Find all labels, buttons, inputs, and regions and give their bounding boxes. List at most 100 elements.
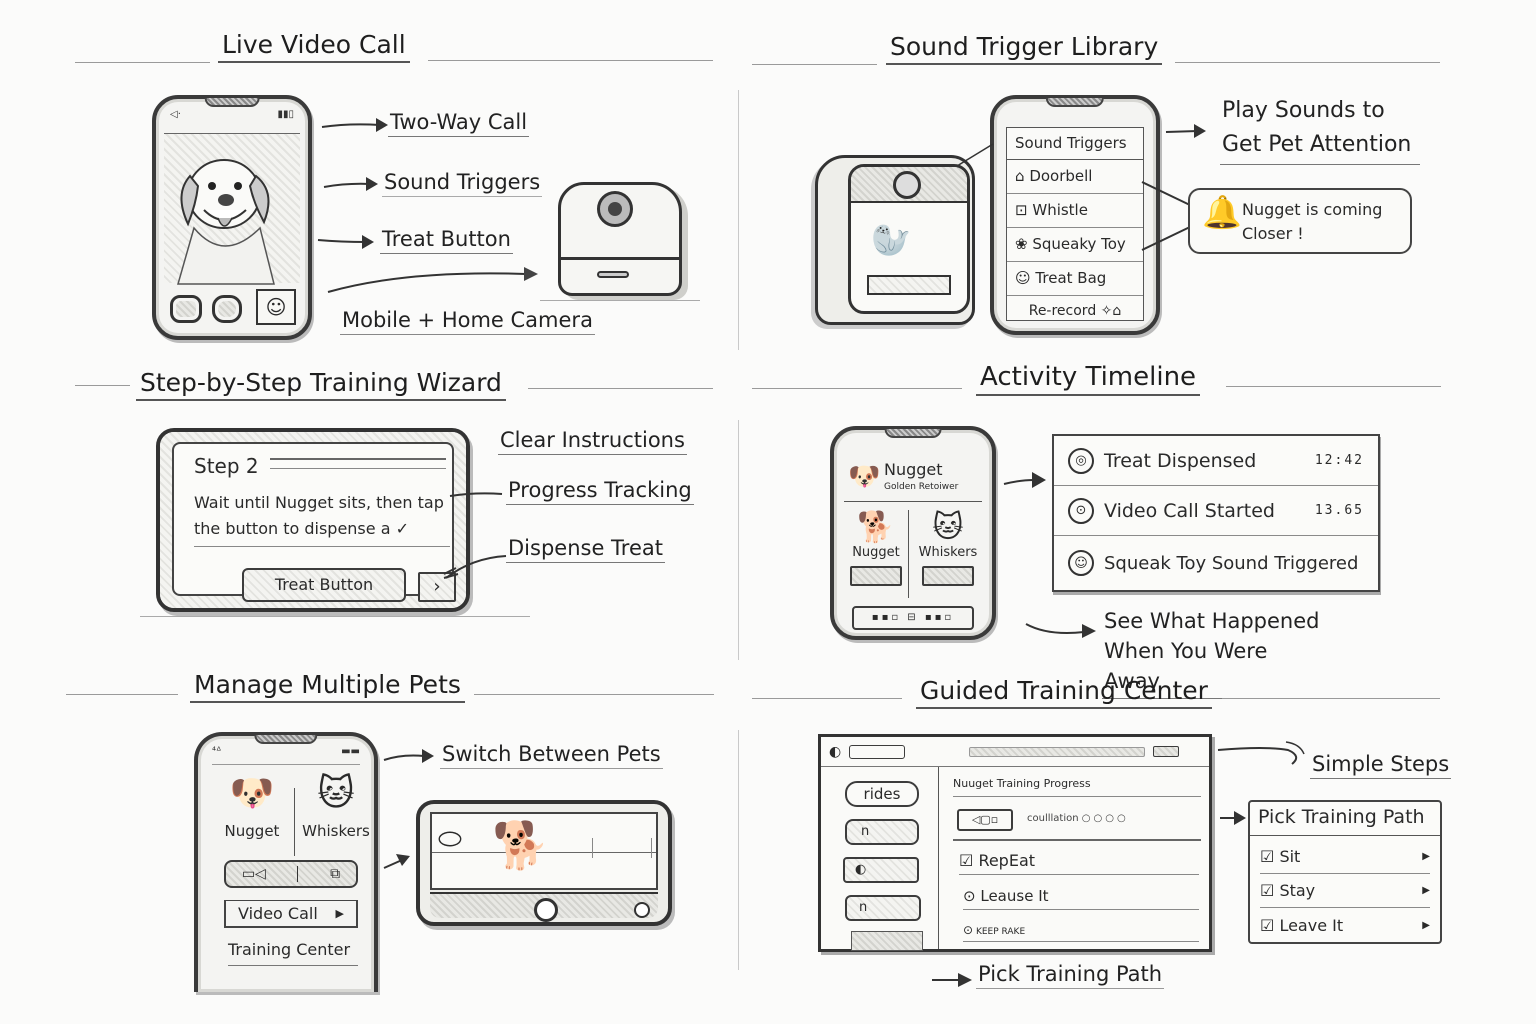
- monitor-button[interactable]: [922, 566, 974, 586]
- settings-button[interactable]: [634, 902, 650, 918]
- arrow-icon: [1165, 124, 1206, 138]
- video-camera-icon[interactable]: ▭◁: [241, 866, 266, 882]
- sidebar-item-rides[interactable]: rides: [845, 781, 919, 807]
- callout-sound-triggers: Sound Triggers: [382, 170, 543, 197]
- tab-pill[interactable]: [849, 744, 906, 759]
- step-label: Step 2: [194, 454, 259, 478]
- live-feed-screen: ⬭ 🐕: [430, 812, 658, 890]
- ground-rule: [540, 300, 700, 301]
- arrow-icon: [932, 973, 972, 987]
- pet-header: 🐶 Nugget Golden Retoiwer: [844, 458, 982, 502]
- callout-pick-training-path: Pick Training Path: [976, 962, 1165, 989]
- title-rule: [75, 62, 210, 63]
- callout-mobile-home-camera: Mobile + Home Camera: [340, 308, 595, 335]
- instruction-text: Wait until Nugget sits, then tap the but…: [194, 490, 450, 547]
- step-circle-icon: ⊙: [963, 923, 974, 937]
- phone-notch: [254, 735, 318, 744]
- arrow-icon: [317, 235, 374, 249]
- chevron-right-icon: ▶: [1422, 885, 1430, 896]
- title-rule: [1226, 386, 1441, 387]
- video-call-button[interactable]: Video Call▶: [224, 900, 358, 928]
- mic-toggle-button[interactable]: [212, 295, 242, 323]
- sound-item-squeaky-toy[interactable]: ❀ Squeaky Toy: [1007, 228, 1143, 262]
- treat-icon: ◎: [1068, 447, 1094, 474]
- checkbox-checked-icon[interactable]: ☑: [959, 851, 974, 870]
- task-repeat[interactable]: ☑ RepEat: [959, 851, 1199, 875]
- pick-training-path-panel: Pick Training Path ☑ Sit▶ ☑ Stay▶ ☑ Leav…: [1248, 800, 1442, 944]
- timeline-event-treat[interactable]: ◎ Treat Dispensed 12:42: [1054, 436, 1378, 486]
- column-divider: [738, 420, 739, 660]
- phone-status-bar: ⁴ᐞ▬▬: [212, 746, 360, 757]
- sound-trigger-phone: Sound Triggers ⌂ Doorbell ⊡ Whistle ❀ Sq…: [990, 95, 1160, 335]
- record-button[interactable]: [534, 898, 558, 922]
- video-button[interactable]: [850, 566, 902, 586]
- seal-pup-image: 🦭: [871, 221, 911, 259]
- bottom-nav-bar[interactable]: ▪▪▫ ⊟ ▪▪▫: [852, 606, 974, 630]
- checkbox-checked-icon[interactable]: ☑: [1260, 881, 1275, 900]
- sound-item-treat-bag[interactable]: ☺ Treat Bag: [1007, 262, 1143, 296]
- person-icon: ☺: [1068, 550, 1094, 576]
- pet-selector-nugget[interactable]: 🐶 Nugget: [214, 772, 290, 840]
- section-title-training-wizard: Step-by-Step Training Wizard: [136, 368, 506, 401]
- arrow-icon: [1220, 811, 1246, 825]
- window-toolbar: ◐: [821, 737, 1209, 767]
- sound-item-doorbell[interactable]: ⌂ Doorbell: [1007, 160, 1143, 194]
- toolbar-button[interactable]: [1153, 746, 1180, 757]
- bell-icon: 🔔: [1202, 193, 1242, 231]
- sidebar-item-3[interactable]: ◐: [843, 857, 919, 883]
- training-center-link[interactable]: Training Center: [228, 940, 358, 966]
- path-item-leave-it[interactable]: ☑ Leave It▶: [1260, 915, 1430, 935]
- address-bar[interactable]: [969, 746, 1146, 757]
- checkbox-checked-icon[interactable]: ☑: [1260, 915, 1275, 935]
- sidebar-item-2[interactable]: n: [845, 819, 919, 845]
- timeline-event-squeak-toy[interactable]: ☺ Squeak Toy Sound Triggered: [1054, 536, 1378, 590]
- training-dashboard-window: ◐ rides n ◐ n Nuuget Training Progress ◁…: [818, 734, 1212, 952]
- pet-profile-phone: 🐶 Nugget Golden Retoiwer 🐕 Nugget 🐱 Whis…: [830, 426, 996, 640]
- camera-feed-tablet: ⬭ 🐕: [416, 800, 672, 926]
- multi-pet-phone: ⁴ᐞ▬▬ 🐶 Nugget 🐱 Whiskers ▭◁ ⧉ Video Call▶…: [194, 732, 378, 992]
- path-item-stay[interactable]: ☑ Stay▶: [1260, 874, 1430, 908]
- title-rule: [752, 64, 877, 65]
- pet-card-whiskers[interactable]: 🐱 Whiskers: [914, 510, 982, 586]
- phone-notch: [204, 98, 260, 107]
- sidebar-item-4[interactable]: n: [845, 895, 921, 921]
- pet-selector-whiskers[interactable]: 🐱 Whiskers: [298, 772, 374, 840]
- notification-toast: 🔔 Nugget is coming Closer !: [1188, 188, 1412, 254]
- callout-treat-button: Treat Button: [380, 227, 513, 254]
- column-divider: [738, 90, 739, 350]
- camera-toggle-button[interactable]: [170, 295, 202, 323]
- timeline-event-video-call[interactable]: ⊙ Video Call Started 13.65: [1054, 486, 1378, 536]
- title-rule: [428, 60, 713, 61]
- section-title-sound-trigger-library: Sound Trigger Library: [886, 32, 1163, 65]
- task-keep-rake[interactable]: ⊙ KEEP RAKE: [963, 923, 1199, 942]
- pet-breed: Golden Retoiwer: [884, 482, 959, 492]
- copy-icon[interactable]: ⧉: [330, 866, 341, 882]
- self-view-thumbnail[interactable]: ☺: [256, 289, 296, 325]
- rerecord-button[interactable]: Re-record ✧⌂: [1028, 303, 1122, 319]
- event-time: 12:42: [1314, 453, 1364, 468]
- pet-card-nugget[interactable]: 🐕 Nugget: [844, 510, 908, 586]
- eye-icon: ◐: [829, 743, 842, 760]
- sound-item-whistle[interactable]: ⊡ Whistle: [1007, 194, 1143, 228]
- callout-see-what-happened: See What Happened When You Were Away: [1102, 606, 1330, 699]
- cat-avatar-icon: 🐱: [317, 773, 355, 814]
- checkbox-checked-icon[interactable]: ☑: [1260, 847, 1275, 866]
- path-item-sit[interactable]: ☑ Sit▶: [1260, 840, 1430, 874]
- camera-switch-bar[interactable]: ▭◁ ⧉: [224, 860, 358, 888]
- step-circle-icon: ⊙: [963, 887, 976, 905]
- toy-ball-image: ⬭: [438, 822, 462, 855]
- next-step-button[interactable]: ›: [418, 572, 456, 602]
- audio-toggle-button[interactable]: ◁▢▫: [957, 809, 1013, 831]
- panel-title: Pick Training Path: [1250, 802, 1440, 836]
- arrow-icon: [1003, 472, 1046, 488]
- progress-bar: [270, 458, 446, 460]
- treat-button[interactable]: Treat Button: [242, 568, 406, 602]
- connector-line: [443, 555, 507, 579]
- sidebar-footer-tile: [851, 931, 923, 951]
- pet-avatar: 🐶: [848, 462, 881, 492]
- dog-face-icon: [177, 159, 275, 285]
- device-controls: [867, 275, 951, 295]
- phone-status-bar: ◁· ▮▮▯: [170, 109, 294, 120]
- task-leave-it[interactable]: ⊙ Leause It: [963, 887, 1199, 910]
- bell-icon: ⌂: [1015, 167, 1025, 185]
